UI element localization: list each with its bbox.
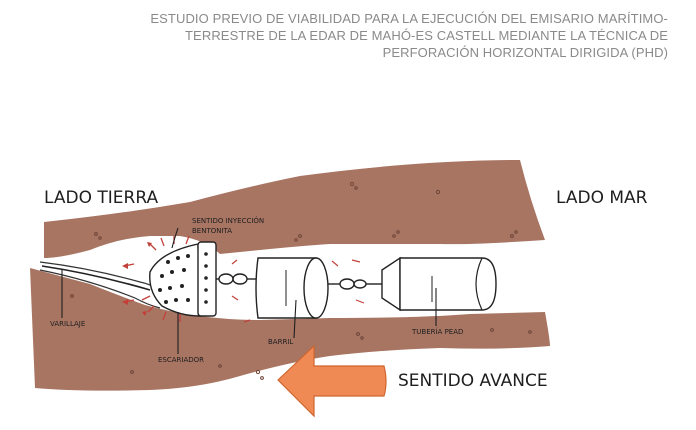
header-line-1: ESTUDIO PREVIO DE VIABILIDAD PARA LA EJE… bbox=[150, 11, 668, 26]
bentonite-flow-marks bbox=[231, 259, 365, 323]
label-tuberia-pead: TUBERÍA PEAD bbox=[411, 327, 463, 336]
connector-shackle-1 bbox=[216, 273, 256, 285]
label-escariador: ESCARIADOR bbox=[158, 356, 204, 364]
label-sentido-avance: SENTIDO AVANCE bbox=[398, 371, 548, 391]
drill-rod bbox=[41, 265, 151, 291]
soil-texture bbox=[70, 181, 532, 380]
header-line-2: TERRESTRE DE LA EDAR DE MAHÓ-ES CASTELL … bbox=[185, 28, 668, 43]
label-sentido-inyeccion: SENTIDO INYECCIÓN bbox=[192, 216, 264, 225]
connector-shackle-2 bbox=[328, 256, 401, 312]
upper-soil-layer bbox=[44, 160, 545, 258]
callout-lines bbox=[61, 227, 437, 354]
label-lado-mar: LADO MAR bbox=[556, 188, 648, 208]
label-bentonita: BENTONITA bbox=[192, 227, 232, 235]
advance-direction-arrow bbox=[277, 344, 387, 418]
document-header: ESTUDIO PREVIO DE VIABILIDAD PARA LA EJE… bbox=[108, 10, 668, 61]
barrel bbox=[255, 257, 329, 319]
label-varillaje: VARILLAJE bbox=[50, 320, 85, 328]
borehole-wall-lower bbox=[39, 269, 161, 309]
hdpe-pipe bbox=[399, 257, 497, 311]
header-line-3: PERFORACIÓN HORIZONTAL DIRIGIDA (PHD) bbox=[382, 45, 668, 60]
label-barril: BARRIL bbox=[268, 338, 293, 346]
lower-soil-layer bbox=[30, 268, 550, 391]
label-lado-tierra: LADO TIERRA bbox=[44, 188, 158, 208]
